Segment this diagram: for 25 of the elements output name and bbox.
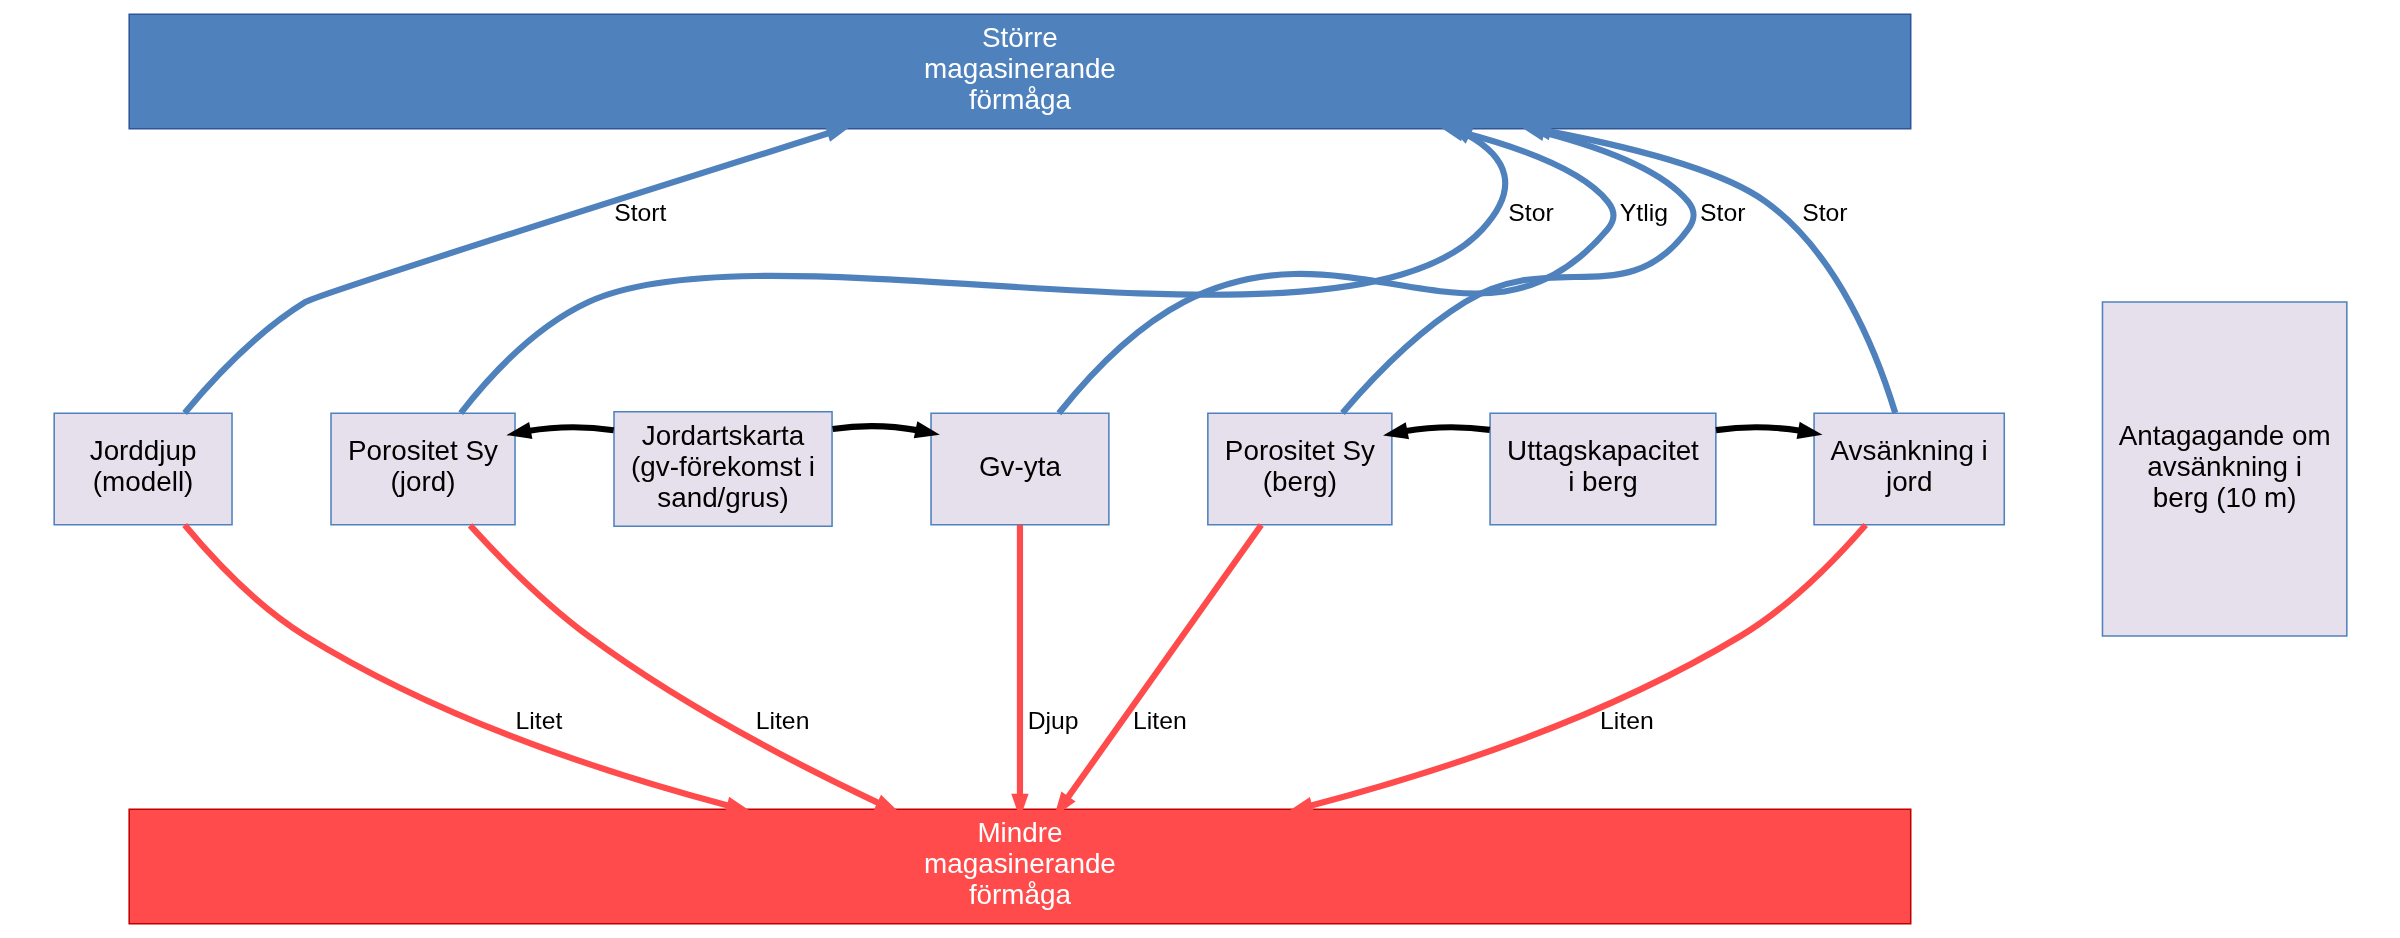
node-box: Jordartskarta (gv-förekomst i sand/grus) xyxy=(612,411,833,527)
node-box: Porositet Sy (jord) xyxy=(329,412,516,526)
edge-label: Stort xyxy=(613,199,666,227)
node-box: Avsänkning i jord xyxy=(1812,412,2005,526)
arrow xyxy=(831,421,940,439)
edge-label: Liten xyxy=(755,706,809,734)
node-box: Uttagskapacitet i berg xyxy=(1488,412,1717,526)
edge-label: Djup xyxy=(1027,706,1079,734)
edge-label: Stor xyxy=(1699,199,1745,227)
arrow xyxy=(1382,422,1490,440)
arrow xyxy=(505,421,614,439)
node-box: Porositet Sy (berg) xyxy=(1206,412,1393,526)
node-box: Gv-yta xyxy=(929,412,1110,526)
edge-label: Stor xyxy=(1507,199,1554,227)
arrow xyxy=(1715,421,1823,439)
edge-label: Litet xyxy=(515,706,562,734)
edge-label: Ytlig xyxy=(1619,199,1668,227)
edge-label: Stor xyxy=(1801,199,1848,227)
node-box: Antagagande om avsänkning i berg (10 m) xyxy=(2101,301,2348,637)
node-box: Mindre magasinerande förmåga xyxy=(127,808,1911,925)
arrow xyxy=(181,125,851,415)
edge-label: Liten xyxy=(1132,706,1187,734)
node-box: Större magasinerande förmåga xyxy=(127,13,1911,130)
edge-label: Liten xyxy=(1599,706,1654,734)
node-box: Jorddjup (modell) xyxy=(52,412,233,526)
